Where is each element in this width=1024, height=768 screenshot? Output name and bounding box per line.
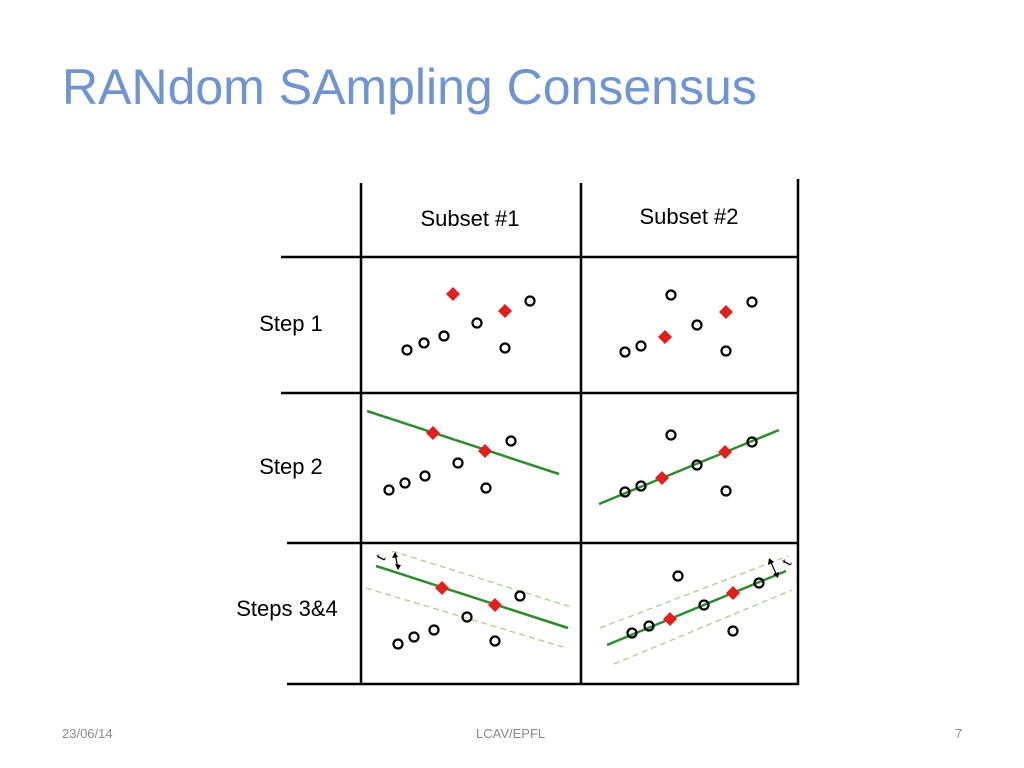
data-point	[672, 570, 684, 582]
table-grid	[281, 179, 800, 686]
data-point	[746, 436, 758, 448]
threshold-arrow-head	[773, 572, 779, 578]
threshold-arrow-head	[392, 552, 398, 558]
row-header-step-2: Step 2	[259, 454, 323, 479]
footer-center-text: LCAV/EPFL	[476, 726, 546, 741]
selected-point	[435, 581, 449, 595]
model-line	[375, 564, 569, 630]
data-point	[691, 319, 703, 331]
data-point	[401, 344, 413, 356]
selected-point	[655, 471, 669, 485]
cell-step2-subset1	[366, 409, 560, 496]
selected-point	[446, 287, 460, 301]
data-point	[408, 631, 420, 643]
data-point	[727, 625, 739, 637]
threshold-band-lower	[613, 589, 793, 665]
selected-point	[478, 444, 492, 458]
data-point	[392, 638, 404, 650]
slide-title: RANdom SAmpling Consensus	[62, 59, 757, 115]
selected-point	[663, 612, 677, 626]
data-point	[480, 482, 492, 494]
data-point	[619, 486, 631, 498]
data-point	[643, 620, 655, 632]
column-header-subset-2: Subset #2	[639, 204, 738, 229]
selected-point	[488, 598, 502, 612]
data-point	[665, 289, 677, 301]
row-header-steps-3-4: Steps 3&4	[236, 596, 338, 621]
threshold-label: t	[370, 551, 390, 563]
selected-point	[426, 426, 440, 440]
data-point	[399, 477, 411, 489]
data-point	[720, 485, 732, 497]
cell-step1-subset1	[401, 287, 536, 356]
threshold-arrow-head	[768, 558, 774, 565]
data-point	[383, 484, 395, 496]
column-header-subset-1: Subset #1	[420, 206, 519, 231]
data-point	[691, 459, 703, 471]
selected-point	[719, 305, 733, 319]
cell-step2-subset2	[598, 428, 780, 506]
data-point	[419, 470, 431, 482]
data-point	[499, 342, 511, 354]
data-point	[746, 296, 758, 308]
cell-steps34-subset2: t	[599, 555, 796, 665]
data-point	[428, 624, 440, 636]
selected-point	[726, 586, 740, 600]
data-point	[524, 295, 536, 307]
cell-step1-subset2	[619, 289, 758, 358]
selected-point	[718, 445, 732, 459]
data-point	[626, 627, 638, 639]
threshold-arrow-head	[395, 564, 401, 570]
cell-steps34-subset1: t	[365, 550, 572, 650]
model-line	[598, 428, 780, 506]
data-point	[753, 577, 765, 589]
threshold-band-upper	[391, 550, 572, 608]
row-header-step-1: Step 1	[259, 311, 323, 336]
data-point	[514, 590, 526, 602]
threshold-band-lower	[365, 587, 564, 648]
data-point	[635, 480, 647, 492]
data-point	[720, 345, 732, 357]
selected-point	[498, 304, 512, 318]
data-point	[452, 457, 464, 469]
threshold-band-upper	[599, 555, 789, 629]
data-point	[471, 317, 483, 329]
data-point	[619, 346, 631, 358]
data-point	[418, 337, 430, 349]
data-point	[461, 611, 473, 623]
data-point	[635, 340, 647, 352]
data-point	[505, 435, 517, 447]
threshold-label: t	[776, 556, 796, 568]
selected-point	[658, 330, 672, 344]
data-point	[438, 330, 450, 342]
data-point	[489, 635, 501, 647]
model-line	[366, 409, 560, 476]
data-point	[665, 429, 677, 441]
page-number: 7	[955, 726, 963, 741]
model-line	[606, 569, 787, 647]
data-point	[698, 599, 710, 611]
footer-date: 23/06/14	[62, 726, 113, 741]
